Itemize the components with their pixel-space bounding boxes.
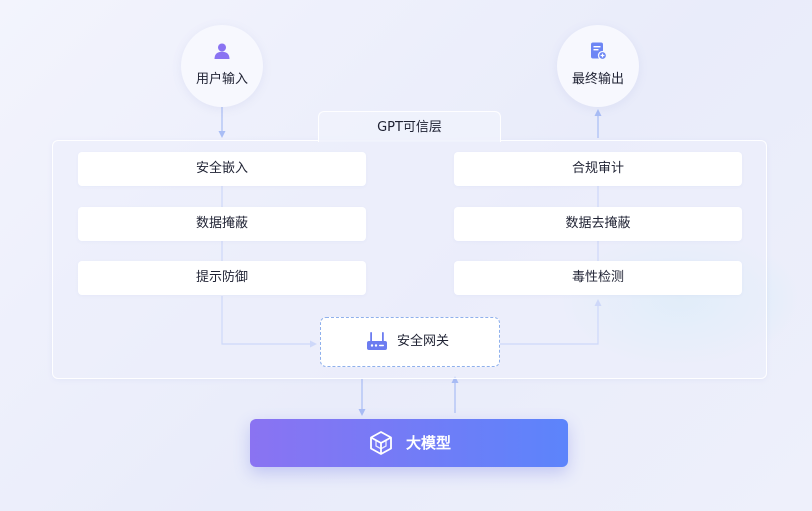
security-gateway: 安全网关	[320, 317, 500, 367]
step-prompt-defense: 提示防御	[78, 261, 366, 295]
step-toxicity-detection: 毒性检测	[454, 261, 742, 295]
cube-icon	[370, 431, 392, 455]
security-gateway-label: 安全网关	[397, 334, 450, 349]
large-model-block: 大模型	[250, 419, 568, 467]
output-node: 最终输出	[557, 25, 639, 107]
router-icon	[367, 332, 387, 350]
output-node-label: 最终输出	[571, 72, 624, 87]
trusted-layer-title: GPT可信层	[318, 111, 501, 142]
large-model-label: 大模型	[406, 434, 452, 452]
input-node: 用户输入	[181, 25, 263, 107]
document-icon	[591, 42, 608, 61]
step-safety-embedding: 安全嵌入	[78, 152, 366, 186]
step-data-masking: 数据掩蔽	[78, 207, 366, 241]
step-data-unmasking: 数据去掩蔽	[454, 207, 742, 241]
user-icon	[214, 43, 230, 59]
input-node-label: 用户输入	[195, 72, 248, 87]
step-compliance-audit: 合规审计	[454, 152, 742, 186]
